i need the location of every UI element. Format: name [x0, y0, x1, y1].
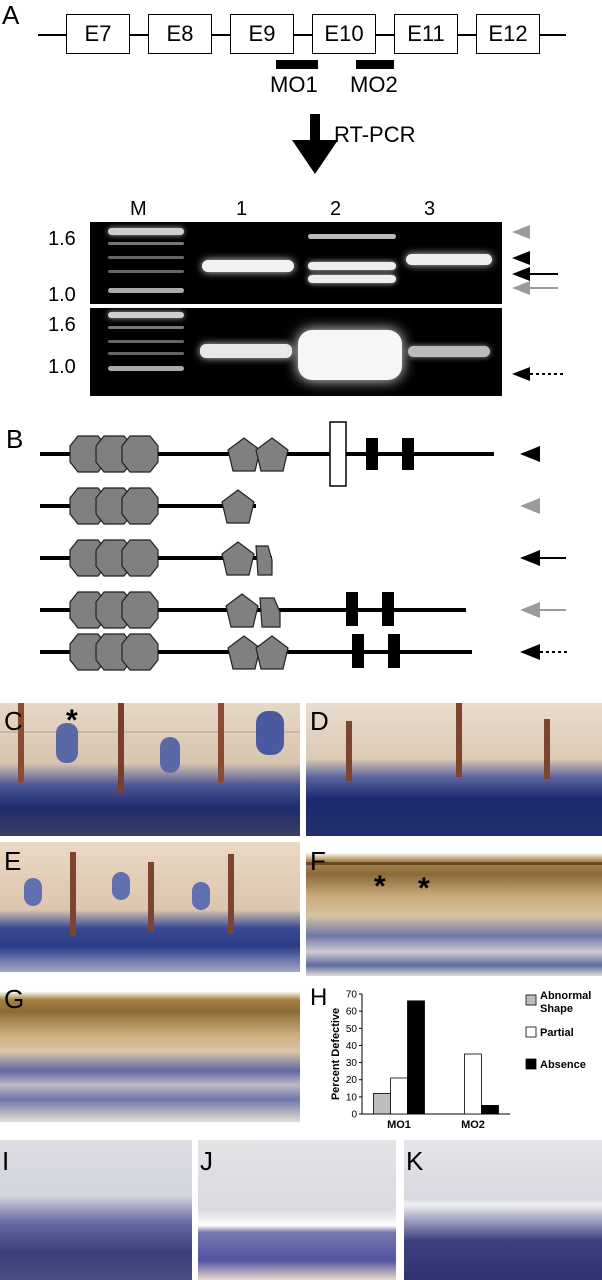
mo1-target-bar: [276, 60, 318, 69]
exon-e7: E7: [66, 14, 130, 54]
exon-e10: E10: [312, 14, 376, 54]
bar-mo2-1: [464, 1053, 482, 1115]
legend-label-2: Absence: [540, 1059, 586, 1071]
marker-1-0-bottom: 1.0: [48, 356, 76, 378]
panel-label-f: F: [310, 846, 326, 876]
bar-mo1-0: [373, 1093, 391, 1115]
panel-label-c: C: [4, 706, 23, 736]
asterisk-c: *: [66, 704, 78, 737]
panel-label-g: G: [4, 984, 25, 1014]
marker-1-6-bottom: 1.6: [48, 314, 76, 336]
gel-bottom: [90, 308, 502, 396]
isoform-skipped-1: [40, 591, 566, 629]
legend-swatch-0: [525, 994, 537, 1006]
bar-mo1-1: [390, 1077, 408, 1115]
mo2-label: MO2: [350, 72, 398, 97]
panel-label-b: B: [6, 424, 24, 454]
isoform-skipped-2: [40, 633, 570, 671]
y-axis-label: Percent Defective: [330, 1008, 342, 1100]
gene-backbone-line: [38, 34, 566, 36]
panel-label-a: A: [2, 0, 20, 30]
photo-panel-k: [404, 1140, 602, 1280]
bar-mo1-2: [407, 1000, 425, 1115]
y-tick-label: 30: [346, 1058, 358, 1069]
mo1-label: MO1: [270, 72, 318, 97]
exon-e12: E12: [476, 14, 540, 54]
gel-top: [90, 222, 502, 304]
isoform-full-length: [40, 421, 540, 487]
marker-1-6-top: 1.6: [48, 228, 76, 250]
rtpcr-label: RT-PCR: [334, 122, 416, 147]
panel-label-e: E: [4, 846, 22, 876]
panel-label-j: J: [200, 1146, 213, 1176]
y-tick-label: 40: [346, 1041, 358, 1052]
isoform-truncated-1: [40, 487, 540, 525]
legend-swatch-2: [525, 1058, 537, 1070]
panel-label-d: D: [310, 706, 329, 736]
photo-panel-f: [306, 842, 602, 976]
lane-label-3: 3: [424, 198, 436, 220]
protein-domain-diagram: [40, 421, 570, 671]
y-tick-label: 10: [346, 1092, 358, 1103]
panel-label-k: K: [406, 1146, 424, 1176]
exon-e8: E8: [148, 14, 212, 54]
photo-panel-j: [198, 1140, 396, 1280]
photo-panel-d: [306, 703, 602, 836]
mo2-target-bar: [356, 60, 394, 69]
legend-label-0: Abnormal: [540, 990, 591, 1002]
x-tick-label: MO1: [387, 1119, 411, 1131]
photo-panel-g: [0, 980, 300, 1122]
y-tick-label: 0: [351, 1110, 357, 1121]
lane-label-1: 1: [236, 198, 248, 220]
panel-label-i: I: [2, 1146, 10, 1176]
photo-panel-c: [0, 703, 300, 836]
exon-e11: E11: [394, 14, 458, 54]
y-tick-label: 70: [346, 990, 358, 1001]
photo-panel-i: [0, 1140, 192, 1280]
y-tick-label: 60: [346, 1007, 358, 1018]
gel-side-arrows: [512, 225, 564, 381]
isoform-truncated-2: [40, 539, 566, 577]
asterisk-f-1: *: [374, 870, 386, 903]
legend-swatch-1: [525, 1026, 537, 1038]
y-tick-label: 50: [346, 1024, 358, 1035]
photo-panel-e: [0, 842, 300, 972]
exon-e9: E9: [230, 14, 294, 54]
marker-1-0-top: 1.0: [48, 284, 76, 306]
asterisk-f-2: *: [418, 872, 430, 905]
bar-mo2-2: [481, 1105, 499, 1115]
panel-label-h: H: [310, 984, 328, 1011]
x-tick-label: MO2: [461, 1119, 485, 1131]
rtpcr-arrow: [292, 114, 338, 174]
y-tick-label: 20: [346, 1075, 358, 1086]
lane-label-2: 2: [330, 198, 342, 220]
legend-label-1: Partial: [540, 1027, 574, 1039]
legend-label-0-line2: Shape: [540, 1003, 573, 1015]
lane-label-m: M: [130, 198, 147, 220]
